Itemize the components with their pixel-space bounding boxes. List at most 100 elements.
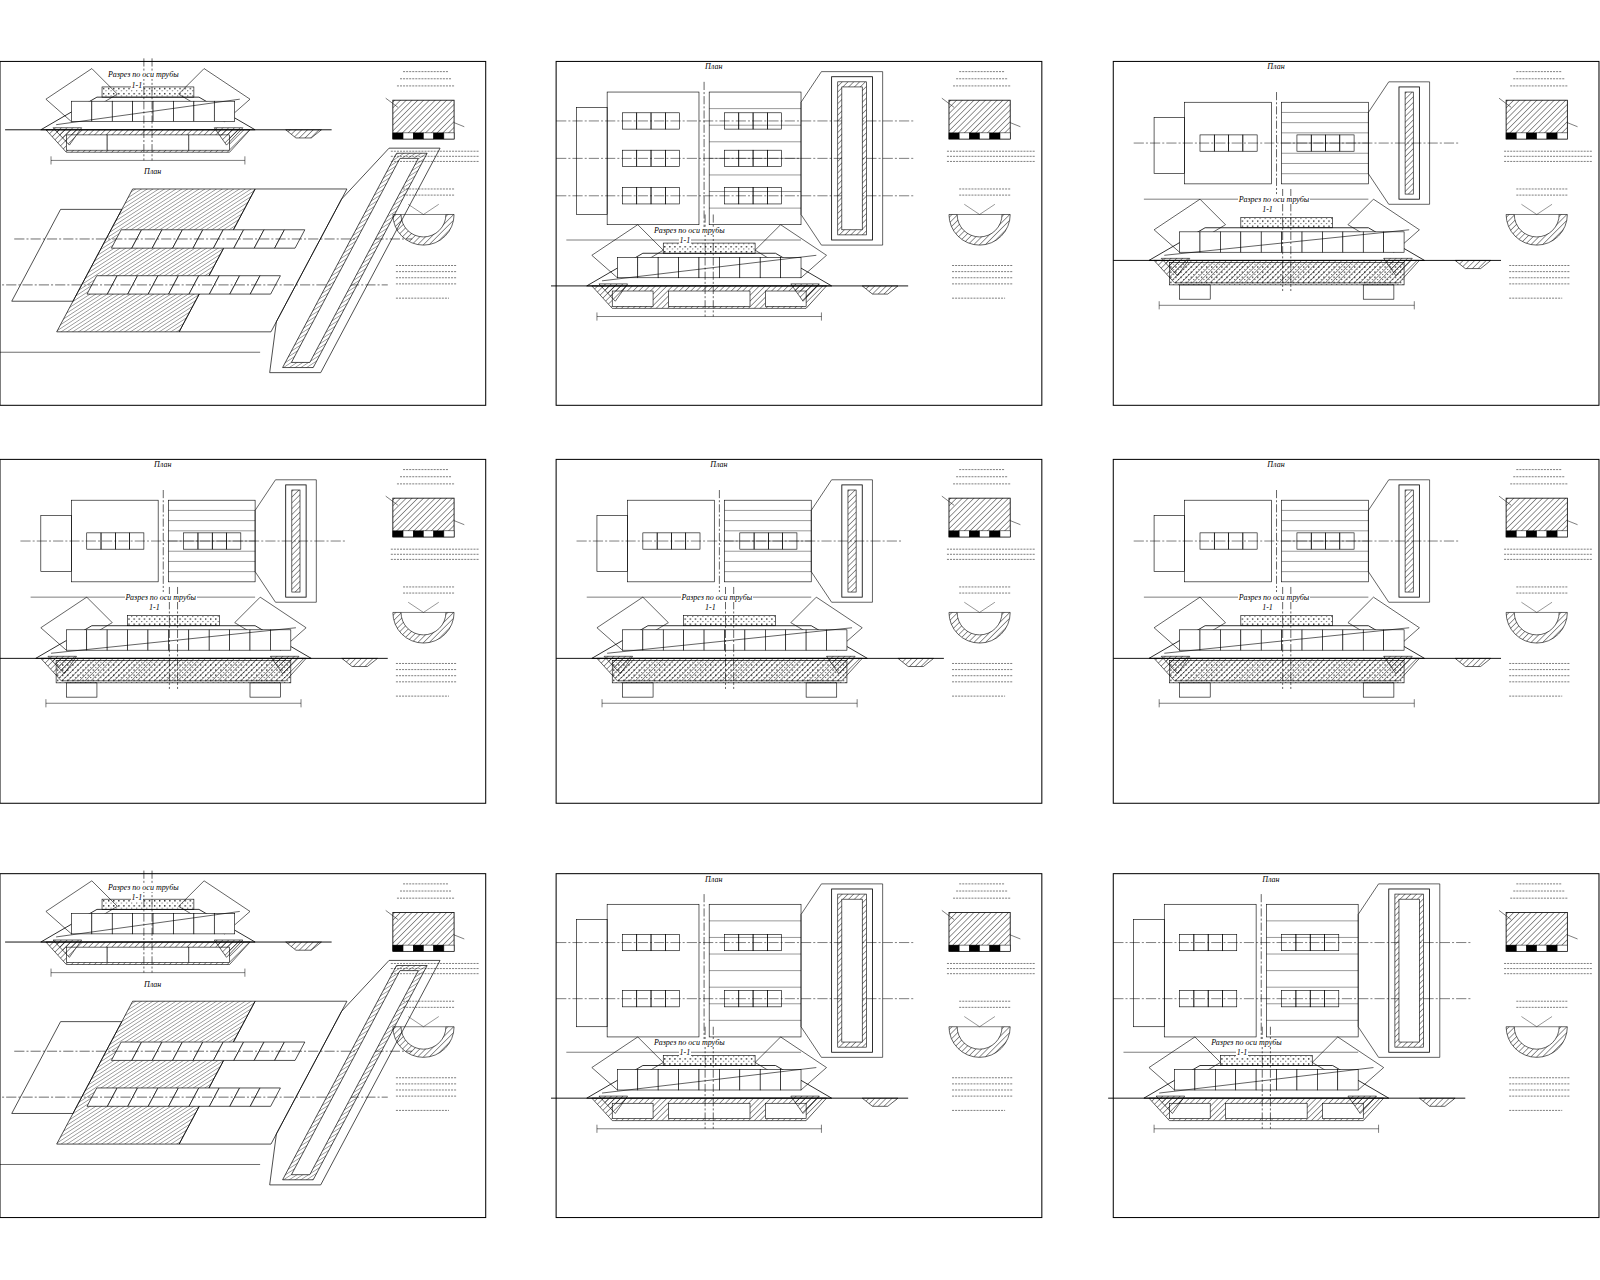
- drawing-line: [214, 128, 243, 145]
- drawing-line: [393, 912, 454, 951]
- drawing-line: [838, 894, 867, 1047]
- drawing-line: [396, 265, 457, 266]
- drawing-line: [1567, 935, 1577, 939]
- drawing-line: [1266, 1020, 1358, 1021]
- drawing-line: [1282, 571, 1369, 572]
- drawing-line: [592, 1098, 827, 1120]
- drawing-line: [952, 1096, 1013, 1097]
- drawing-line: [112, 913, 132, 933]
- drawing-line: [1516, 586, 1567, 587]
- view-title: План: [1266, 63, 1285, 71]
- drawing-line: [66, 630, 86, 650]
- drawing-line: [980, 1017, 995, 1027]
- drawing-line: [391, 554, 480, 555]
- drawing-line: [597, 597, 668, 650]
- sheet-panel: [0, 871, 486, 1218]
- drawing-line: [801, 72, 883, 245]
- drawing-line: [1414, 301, 1415, 309]
- drawing-line: [1409, 495, 1410, 587]
- drawing-line: [952, 663, 1013, 664]
- drawing-line: [699, 1070, 719, 1090]
- drawing-line: [396, 298, 449, 299]
- drawing-line: [959, 188, 1010, 189]
- drawing-line: [959, 71, 1005, 72]
- view-title: Разрез по оси трубы: [107, 71, 179, 79]
- drawing-line: [724, 510, 811, 511]
- drawing-line: [168, 520, 255, 521]
- drawing-line: [102, 87, 194, 97]
- sheet-panel: [551, 61, 1042, 405]
- drawing-line: [51, 972, 245, 973]
- drawing-line: [1516, 469, 1562, 470]
- drawing-line: [952, 1077, 1013, 1078]
- view-title: Разрез по оси трубы: [107, 884, 179, 892]
- drawing-line: [444, 133, 454, 139]
- drawing-line: [1513, 476, 1565, 477]
- drawing-line: [396, 1083, 457, 1084]
- drawing-line: [1169, 660, 1404, 682]
- drawing-line: [959, 1001, 1010, 1002]
- drawing-line: [0, 874, 486, 1218]
- drawing-line: [592, 626, 868, 659]
- drawing-line: [400, 891, 452, 892]
- view-title: Разрез по оси трубы: [1210, 1039, 1282, 1047]
- drawing-line: [760, 1070, 780, 1090]
- drawing-line: [249, 148, 440, 372]
- drawing-line: [1510, 898, 1568, 899]
- drawing-line: [848, 490, 856, 592]
- drawing-line: [684, 616, 776, 626]
- drawing-line: [128, 616, 220, 626]
- drawing-line: [434, 531, 444, 537]
- drawing-line: [1236, 1070, 1256, 1090]
- drawing-line: [255, 480, 316, 602]
- drawing-line: [1378, 1125, 1379, 1133]
- drawing-line: [153, 913, 173, 933]
- drawing-line: [599, 1096, 628, 1113]
- drawing-line: [1405, 92, 1413, 194]
- drawing-line: [942, 98, 954, 107]
- drawing-line: [36, 626, 312, 659]
- drawing-line: [842, 485, 862, 597]
- drawing-line: [1282, 143, 1369, 144]
- drawing-line: [396, 669, 457, 670]
- drawing-line: [1113, 459, 1599, 803]
- drawing-line: [107, 947, 189, 962]
- drawing-line: [857, 699, 858, 707]
- drawing-line: [811, 480, 872, 602]
- drawing-line: [724, 561, 811, 562]
- drawing-line: [1282, 163, 1369, 164]
- drawing-line: [250, 683, 281, 697]
- drawing-line: [1509, 1090, 1570, 1091]
- drawing-line: [952, 681, 1013, 682]
- drawing-line: [1516, 188, 1567, 189]
- drawing-line: [709, 208, 801, 209]
- drawing-line: [1516, 195, 1567, 196]
- drawing-line: [163, 490, 164, 592]
- drawing-line: [663, 243, 755, 253]
- drawing-line: [112, 101, 132, 121]
- drawing-line: [709, 1003, 801, 1004]
- drawing-line: [704, 894, 705, 1047]
- drawing-line: [1282, 173, 1369, 174]
- pipe-section-symbol: [1506, 1027, 1567, 1058]
- drawing-line: [1134, 920, 1165, 1027]
- drawing-line: [602, 703, 857, 704]
- drawing-line: [1368, 82, 1429, 204]
- drawing-line: [668, 1103, 750, 1118]
- drawing-line: [1154, 199, 1225, 252]
- view-title: План: [143, 168, 162, 176]
- drawing-line: [1180, 683, 1211, 697]
- drawing-line: [709, 92, 801, 225]
- drawing-line: [1282, 530, 1369, 531]
- drawing-line: [596, 1125, 597, 1133]
- drawing-line: [679, 257, 699, 277]
- drawing-line: [396, 1077, 457, 1078]
- drawing-line: [1504, 554, 1593, 555]
- drawing-line: [1513, 78, 1565, 79]
- drawing-line: [709, 987, 801, 988]
- drawing-line: [1113, 874, 1599, 1218]
- view-title: Разрез по оси трубы: [1238, 196, 1310, 204]
- drawing-line: [396, 681, 457, 682]
- drawing-line: [57, 1001, 255, 1144]
